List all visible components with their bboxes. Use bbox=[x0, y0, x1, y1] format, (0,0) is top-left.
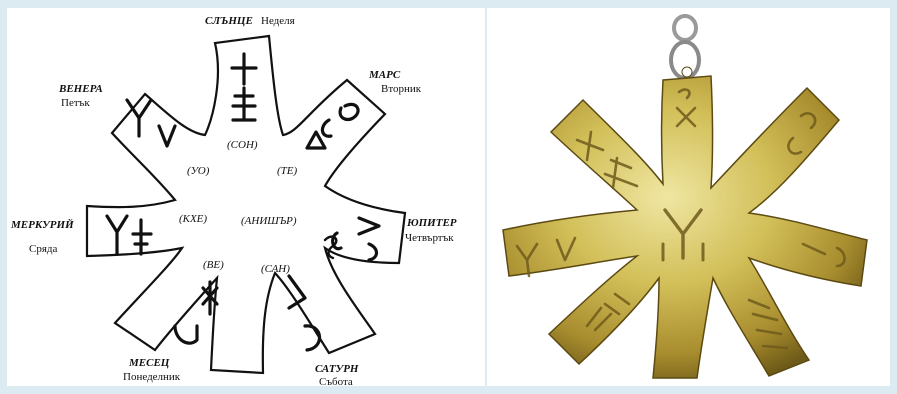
diagram-panel: СЛЪНЦЕ Неделя МАРС Вторник ЮПИТЕР Четвър… bbox=[7, 8, 485, 386]
day-label-mercury: Сряда bbox=[29, 243, 57, 255]
syllable-ve: (ВЕ) bbox=[203, 259, 224, 271]
day-label-jupiter: Четвъртък bbox=[405, 232, 454, 244]
syllable-te: (ТЕ) bbox=[277, 165, 298, 177]
day-label-venus: Петък bbox=[61, 97, 90, 109]
pendant-hole bbox=[682, 67, 692, 77]
planet-label-mercury: МЕРКУРИЙ bbox=[10, 219, 74, 231]
pendant-photo-panel bbox=[487, 8, 890, 386]
syllable-san: (САН) bbox=[261, 263, 290, 275]
planet-label-mars: МАРС bbox=[368, 69, 401, 81]
pendant-body bbox=[503, 76, 867, 378]
day-label-mars: Вторник bbox=[381, 83, 422, 95]
planet-label-venus: ВЕНЕРА bbox=[58, 83, 103, 95]
syllable-son: (СОН) bbox=[227, 139, 258, 151]
syllable-uo: (УО) bbox=[187, 165, 210, 177]
syllable-khe: (КХЕ) bbox=[179, 213, 207, 225]
planet-label-jupiter: ЮПИТЕР bbox=[406, 217, 457, 229]
planet-label-sun: СЛЪНЦЕ bbox=[205, 15, 253, 27]
planet-label-moon: МЕСЕЦ bbox=[128, 357, 170, 369]
day-label-moon: Понеделник bbox=[123, 371, 181, 383]
star-diagram: СЛЪНЦЕ Неделя МАРС Вторник ЮПИТЕР Четвър… bbox=[7, 8, 485, 386]
brass-pendant-icon bbox=[487, 8, 890, 386]
day-label-saturn: Събота bbox=[319, 376, 353, 386]
planet-label-saturn: САТУРН bbox=[315, 363, 359, 375]
star-outline-icon bbox=[87, 36, 405, 373]
day-label-sun: Неделя bbox=[261, 15, 295, 27]
syllable-anishar: (АНИШЪР) bbox=[241, 215, 297, 227]
